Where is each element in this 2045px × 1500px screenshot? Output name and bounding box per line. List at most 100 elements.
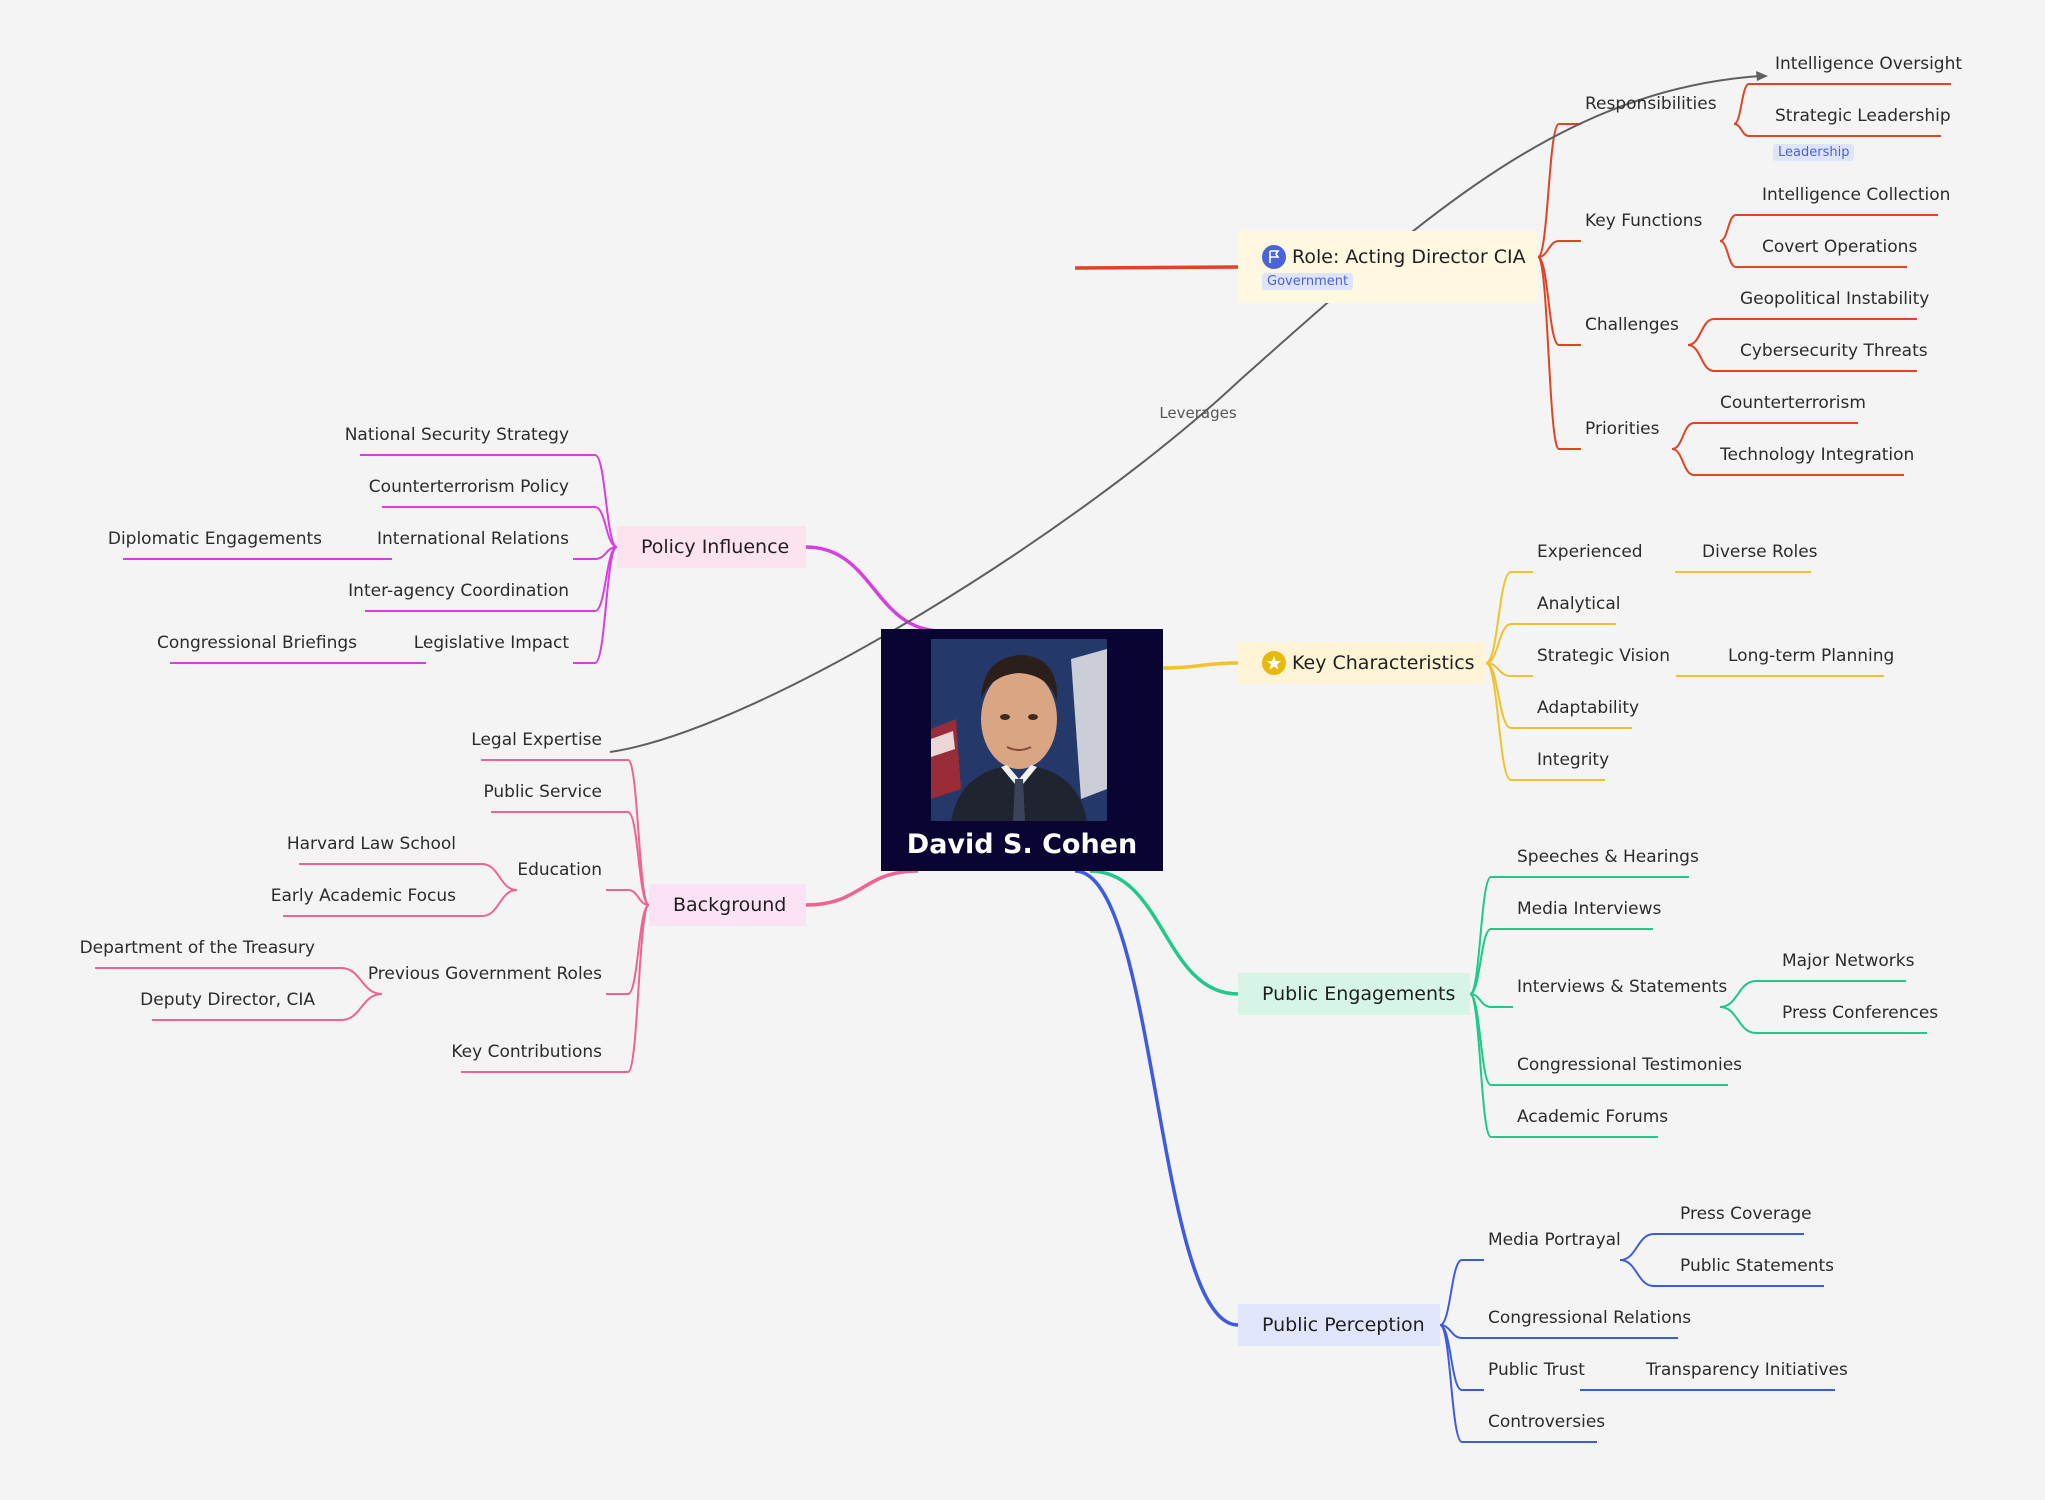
node-analytical[interactable]: Analytical xyxy=(1537,594,1621,614)
connector-center-perception xyxy=(1074,869,1239,1327)
connector-key-contributions xyxy=(627,904,650,1073)
node-public-statements[interactable]: Public Statements xyxy=(1680,1256,1835,1276)
connector-public-statements xyxy=(1619,1259,1655,1287)
node-press-coverage[interactable]: Press Coverage xyxy=(1680,1204,1812,1224)
connector-legal-expertise xyxy=(627,759,650,906)
node-media-interviews[interactable]: Media Interviews xyxy=(1517,899,1662,919)
branch-role[interactable]: Role: Acting Director CIA Government xyxy=(1238,231,1538,303)
flag-icon xyxy=(1262,244,1286,269)
node-congressional-relations[interactable]: Congressional Relations xyxy=(1488,1308,1692,1328)
node-diverse-roles[interactable]: Diverse Roles xyxy=(1702,542,1818,562)
node-early-academic-focus[interactable]: Early Academic Focus xyxy=(270,886,456,906)
branch-perception[interactable]: Public Perception xyxy=(1238,1304,1440,1346)
branch-background-title: Background xyxy=(673,894,787,916)
node-legislative-impact[interactable]: Legislative Impact xyxy=(413,633,569,653)
central-topic[interactable]: David S. Cohen xyxy=(881,629,1163,871)
node-key-functions[interactable]: Key Functions xyxy=(1585,211,1703,231)
connector-center-background xyxy=(805,869,919,907)
connector-counterterrorism xyxy=(1671,422,1695,450)
branch-characteristics-header: Key Characteristics xyxy=(1262,651,1475,675)
branch-characteristics-title: Key Characteristics xyxy=(1292,652,1475,674)
node-intelligence-collection[interactable]: Intelligence Collection xyxy=(1762,185,1951,205)
node-international-relations[interactable]: International Relations xyxy=(377,529,569,549)
connector-challenges xyxy=(1537,256,1560,346)
connector-technology-integration xyxy=(1671,448,1695,476)
node-harvard-law-school[interactable]: Harvard Law School xyxy=(286,834,456,854)
connector-center-engagements xyxy=(1089,869,1239,996)
connector-controversies xyxy=(1439,1324,1463,1443)
node-media-portrayal[interactable]: Media Portrayal xyxy=(1488,1230,1621,1250)
connector-key-functions xyxy=(1537,240,1560,258)
node-public-trust[interactable]: Public Trust xyxy=(1488,1360,1585,1380)
node-key-contributions[interactable]: Key Contributions xyxy=(451,1042,602,1062)
branch-policy[interactable]: Policy Influence xyxy=(617,526,806,568)
relationship-arrowhead xyxy=(1756,71,1768,81)
node-long-term-planning[interactable]: Long-term Planning xyxy=(1728,646,1895,666)
node-technology-integration[interactable]: Technology Integration xyxy=(1720,445,1915,465)
branch-background-header: Background xyxy=(673,894,786,916)
branch-characteristics[interactable]: Key Characteristics xyxy=(1238,642,1486,684)
node-education[interactable]: Education xyxy=(517,860,602,880)
branch-background[interactable]: Background xyxy=(649,884,806,926)
branch-engagements[interactable]: Public Engagements xyxy=(1238,973,1470,1015)
node-strategic-leadership[interactable]: Strategic Leadership xyxy=(1775,106,1951,126)
node-deputy-director-cia[interactable]: Deputy Director, CIA xyxy=(140,990,315,1010)
connector-department-of-the-treasury xyxy=(340,967,383,995)
node-responsibilities[interactable]: Responsibilities xyxy=(1585,94,1717,114)
node-covert-operations[interactable]: Covert Operations xyxy=(1762,237,1918,257)
connector-center-role xyxy=(1074,265,1239,270)
node-strategic-vision[interactable]: Strategic Vision xyxy=(1537,646,1670,666)
connector-analytical xyxy=(1485,623,1512,664)
connector-media-interviews xyxy=(1469,928,1492,995)
branch-perception-header: Public Perception xyxy=(1262,1314,1425,1336)
node-priorities[interactable]: Priorities xyxy=(1585,419,1660,439)
node-diplomatic-engagements[interactable]: Diplomatic Engagements xyxy=(107,529,322,549)
node-academic-forums[interactable]: Academic Forums xyxy=(1517,1107,1669,1127)
connector-responsibilities xyxy=(1537,123,1560,258)
relationship-line[interactable] xyxy=(609,75,1761,753)
connector-press-coverage xyxy=(1619,1233,1655,1261)
connector-integrity xyxy=(1485,662,1512,781)
node-counterterrorism-policy[interactable]: Counterterrorism Policy xyxy=(368,477,569,497)
node-transparency-initiatives[interactable]: Transparency Initiatives xyxy=(1646,1360,1848,1380)
node-press-conferences[interactable]: Press Conferences xyxy=(1782,1003,1939,1023)
branch-policy-header: Policy Influence xyxy=(641,536,789,558)
connector-speeches-hearings xyxy=(1469,876,1492,995)
connector-early-academic-focus xyxy=(481,889,518,917)
connector-press-conferences xyxy=(1719,1006,1757,1034)
node-integrity[interactable]: Integrity xyxy=(1537,750,1610,770)
node-inter-agency-coordination[interactable]: Inter-agency Coordination xyxy=(348,581,569,601)
node-congressional-testimonies[interactable]: Congressional Testimonies xyxy=(1517,1055,1743,1075)
portrait-photo xyxy=(931,639,1107,821)
node-experienced[interactable]: Experienced xyxy=(1537,542,1643,562)
connector-deputy-director-cia xyxy=(340,993,383,1021)
connector-intelligence-oversight xyxy=(1733,83,1750,125)
node-congressional-briefings[interactable]: Congressional Briefings xyxy=(156,633,357,653)
node-legal-expertise[interactable]: Legal Expertise xyxy=(471,730,602,750)
node-intelligence-oversight[interactable]: Intelligence Oversight xyxy=(1775,54,1963,74)
node-adaptability[interactable]: Adaptability xyxy=(1537,698,1640,718)
connector-national-security-strategy xyxy=(594,454,618,548)
node-counterterrorism[interactable]: Counterterrorism xyxy=(1720,393,1866,413)
node-major-networks[interactable]: Major Networks xyxy=(1782,951,1915,971)
connector-major-networks xyxy=(1719,980,1757,1008)
node-cybersecurity-threats[interactable]: Cybersecurity Threats xyxy=(1740,341,1928,361)
node-geopolitical-instability[interactable]: Geopolitical Instability xyxy=(1740,289,1930,309)
star-icon xyxy=(1262,651,1286,675)
node-controversies[interactable]: Controversies xyxy=(1488,1412,1606,1432)
connector-counterterrorism-policy xyxy=(594,506,618,548)
branch-role-tag: Government xyxy=(1262,272,1354,290)
node-department-of-the-treasury[interactable]: Department of the Treasury xyxy=(79,938,315,958)
node-interviews-statements[interactable]: Interviews & Statements xyxy=(1517,977,1728,997)
branch-role-header: Role: Acting Director CIA xyxy=(1262,244,1526,269)
connector-academic-forums xyxy=(1469,993,1492,1138)
node-challenges[interactable]: Challenges xyxy=(1585,315,1679,335)
node-national-security-strategy[interactable]: National Security Strategy xyxy=(344,425,569,445)
node-previous-government-roles[interactable]: Previous Government Roles xyxy=(367,964,602,984)
relationship-label: Leverages xyxy=(1159,404,1237,422)
connector-harvard-law-school xyxy=(481,863,518,891)
branch-engagements-title: Public Engagements xyxy=(1262,983,1456,1005)
node-public-service[interactable]: Public Service xyxy=(483,782,602,802)
node-speeches-hearings[interactable]: Speeches & Hearings xyxy=(1517,847,1699,867)
branch-policy-title: Policy Influence xyxy=(641,536,790,558)
